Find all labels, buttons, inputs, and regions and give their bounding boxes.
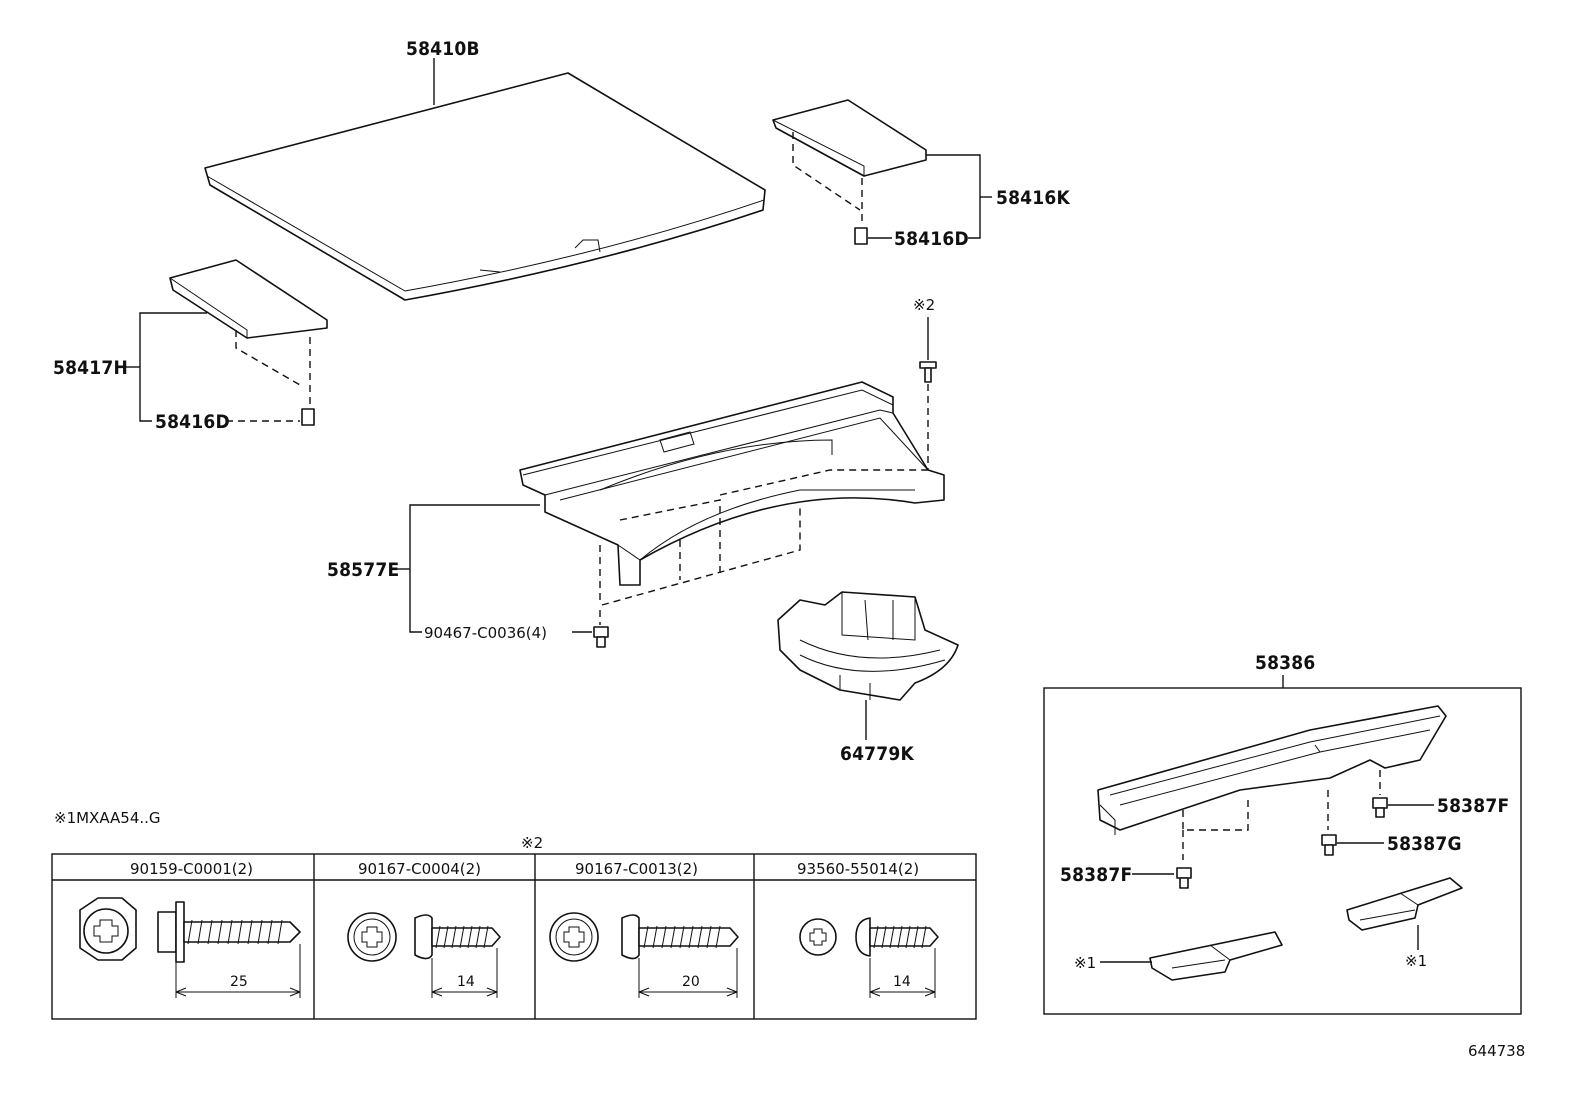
diagram-id: 644738 (1468, 1042, 1525, 1060)
label-58577E: 58577E (327, 559, 399, 581)
length-3: 20 (682, 974, 700, 990)
footnote-note1: ※1MXAA54..G (54, 809, 161, 827)
label-64779K: 64779K (840, 743, 914, 765)
tray-58577E[interactable] (519, 381, 945, 586)
table-header-2: 90167-C0004(2) (358, 860, 481, 878)
fastener-3-head (549, 912, 599, 962)
fastener-2-side (414, 914, 501, 960)
clip-58387F-right[interactable] (1372, 797, 1388, 818)
table-note2: ※2 (521, 834, 543, 852)
clip-58416D-top[interactable] (854, 227, 868, 245)
length-2: 14 (457, 974, 475, 990)
table-header-3: 90167-C0013(2) (575, 860, 698, 878)
fastener-table (51, 853, 977, 1020)
screw-note2-top[interactable] (919, 361, 937, 383)
kit-58386-box (1043, 687, 1522, 1015)
label-90467: 90467-C0036(4) (424, 624, 547, 642)
length-4: 14 (893, 974, 911, 990)
label-58387G: 58387G (1387, 833, 1462, 855)
scuff-plate-58386[interactable] (1097, 705, 1447, 835)
label-note1-right: ※1 (1405, 952, 1427, 970)
fastener-1-side (157, 901, 301, 963)
clip-58416D-left[interactable] (301, 408, 315, 426)
fastener-1-head (79, 897, 137, 961)
clip-58387F-left[interactable] (1176, 867, 1192, 889)
bracket-note1-left[interactable] (1149, 931, 1283, 981)
panel-58416K[interactable] (772, 99, 927, 177)
label-58416K: 58416K (996, 187, 1070, 209)
label-58387F-left: 58387F (1060, 864, 1132, 886)
deck-board-58410B[interactable] (204, 72, 766, 301)
fastener-2-head (347, 912, 397, 962)
bracket-note1-right[interactable] (1346, 877, 1463, 931)
label-58386: 58386 (1255, 652, 1315, 674)
label-58416D-top: 58416D (894, 228, 969, 250)
panel-58417H[interactable] (169, 259, 328, 339)
label-58410B: 58410B (406, 38, 480, 60)
fastener-4-side (855, 917, 939, 957)
screw-90467[interactable] (593, 626, 609, 648)
label-58387F-right: 58387F (1437, 795, 1509, 817)
clip-58387G[interactable] (1321, 834, 1337, 856)
length-1: 25 (230, 974, 248, 990)
table-header-4: 93560-55014(2) (797, 860, 919, 878)
label-note1-left: ※1 (1074, 954, 1096, 972)
jack-holder-64779K[interactable] (777, 591, 959, 701)
label-58416D-left: 58416D (155, 411, 230, 433)
label-58417H: 58417H (53, 357, 128, 379)
fastener-3-side (621, 914, 739, 960)
fastener-4-head (799, 918, 837, 956)
table-header-1: 90159-C0001(2) (130, 860, 253, 878)
note2-top: ※2 (913, 296, 935, 314)
